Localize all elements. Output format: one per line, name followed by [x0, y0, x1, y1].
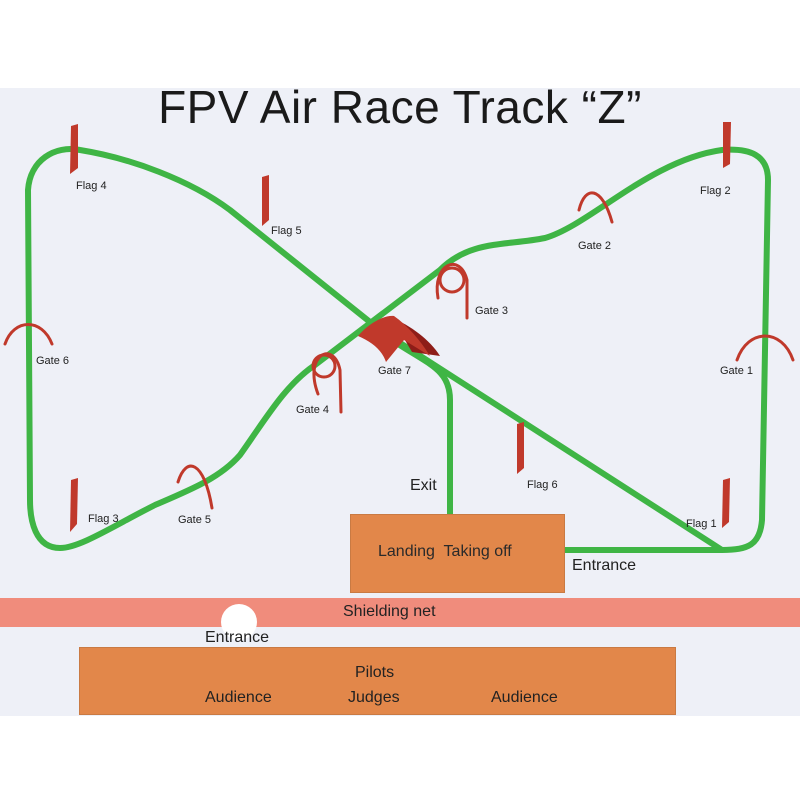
flag-1-label: Flag 1 — [686, 518, 717, 530]
entrance-opening — [221, 604, 257, 640]
landing-pad — [350, 514, 565, 593]
gate-6-arch — [3, 323, 54, 346]
audience-left-label: Audience — [205, 689, 272, 706]
race-track — [25, 146, 771, 553]
flag-2-label: Flag 2 — [700, 185, 731, 197]
diagram-title: FPV Air Race Track “Z” — [158, 81, 642, 133]
track-loop — [25, 146, 771, 553]
gate-6-label: Gate 6 — [36, 355, 70, 367]
gate-5-arch — [176, 464, 214, 510]
gate-3-ring — [438, 266, 466, 294]
flag-5-label: Flag 5 — [271, 225, 302, 237]
landing-pad-label: Landing Taking off — [378, 543, 512, 560]
shielding-net — [0, 598, 800, 627]
flag-6-label: Flag 6 — [527, 479, 558, 491]
audience-right-label: Audience — [491, 689, 558, 706]
entrance-bottom-label: Entrance — [205, 629, 270, 646]
flag-3-marker — [70, 478, 78, 532]
gate-4-ring — [311, 353, 337, 379]
shielding-net-label: Shielding net — [343, 603, 436, 620]
gate-7-arch — [358, 315, 430, 362]
gate-4-label: Gate 4 — [296, 404, 330, 416]
entrance-right-label: Entrance — [572, 557, 637, 574]
gate-7-marker — [358, 315, 440, 362]
gate-7-label: Gate 7 — [378, 365, 412, 377]
pilots-label: Pilots — [355, 664, 395, 681]
flag-4-label: Flag 4 — [76, 180, 107, 192]
flag-4-marker — [70, 124, 78, 174]
gate-1-arch — [735, 334, 795, 362]
flag-5-marker — [262, 175, 269, 226]
flag-1-marker — [722, 478, 730, 528]
flag-6-marker — [517, 422, 524, 474]
track-exit — [392, 339, 453, 527]
exit-label: Exit — [410, 477, 437, 494]
gates — [3, 191, 795, 510]
gate-5-label: Gate 5 — [178, 514, 212, 526]
gate-2-label: Gate 2 — [578, 240, 612, 252]
flag-2-marker — [723, 122, 731, 168]
judges-label: Judges — [348, 689, 400, 706]
gate-1-label: Gate 1 — [720, 365, 754, 377]
gate-2-arch — [577, 191, 614, 224]
flag-3-label: Flag 3 — [88, 513, 119, 525]
flags — [70, 122, 731, 532]
spectator-area — [79, 647, 676, 715]
gate-3-arch — [435, 262, 469, 320]
gate-3-label: Gate 3 — [475, 305, 509, 317]
